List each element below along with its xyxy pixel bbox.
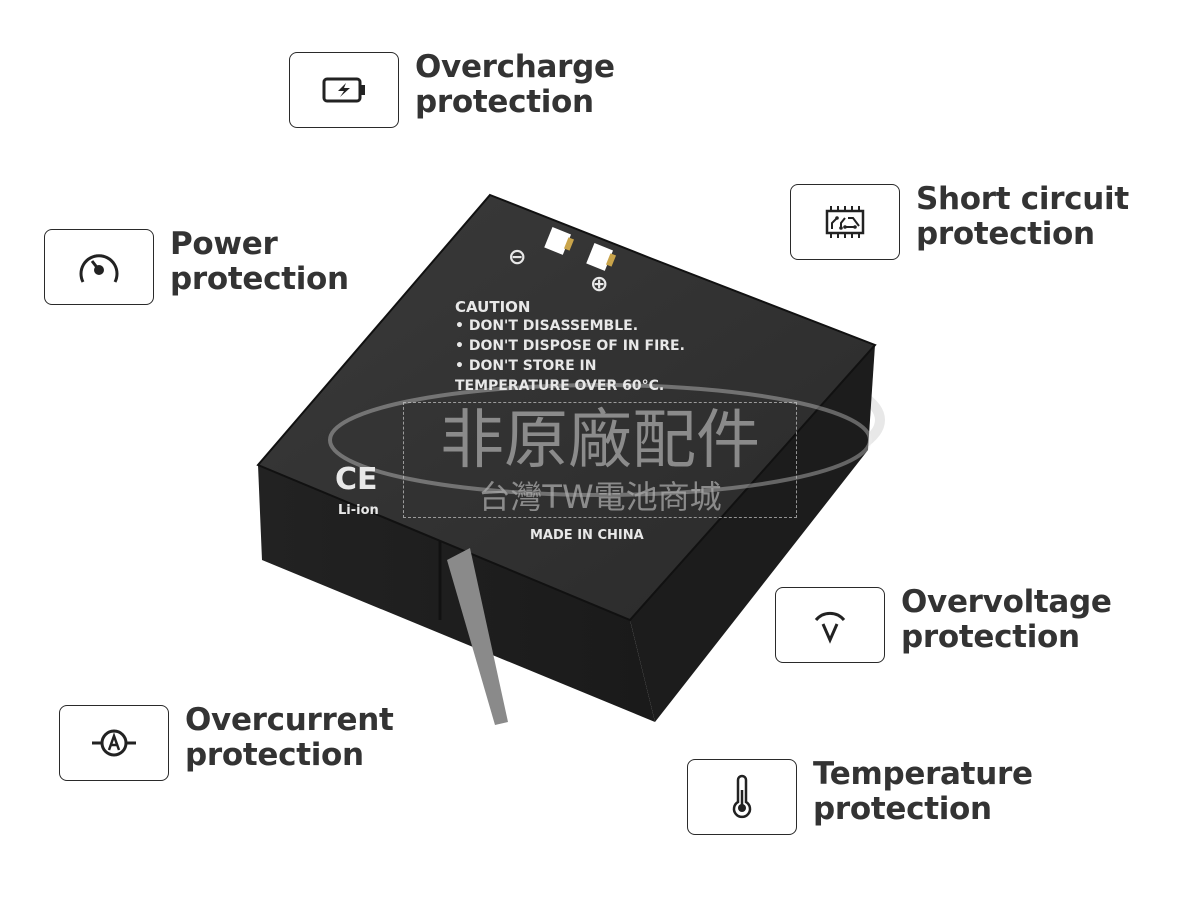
feature-subtitle: protection <box>185 737 364 773</box>
feature-subtitle: protection <box>415 84 594 120</box>
feature-subtitle: protection <box>916 216 1095 252</box>
feature-subtitle: protection <box>813 791 992 827</box>
battery-warning-3: • DON'T STORE IN <box>455 358 597 374</box>
battery-charge-icon <box>289 52 399 128</box>
voltage-icon <box>775 587 885 663</box>
watermark-line-1: 非原廠配件 <box>440 404 760 478</box>
feature-title: Overcurrent <box>185 702 394 738</box>
feature-title: Temperature <box>813 756 1033 792</box>
circuit-chip-icon <box>790 184 900 260</box>
feature-title: Overcharge <box>415 49 615 85</box>
battery-caution: CAUTION <box>455 298 531 316</box>
battery-chemistry: Li-ion <box>338 503 379 518</box>
feature-title: Power <box>170 226 278 262</box>
thermometer-icon <box>687 759 797 835</box>
gauge-icon <box>44 229 154 305</box>
made-in-label: MADE IN CHINA <box>530 528 644 543</box>
battery-warning-4: TEMPERATURE OVER 60°C. <box>455 378 665 394</box>
battery-plus-terminal: ⊕ <box>590 272 609 297</box>
battery-minus-terminal: ⊖ <box>508 245 527 270</box>
feature-title: Short circuit <box>916 181 1129 217</box>
feature-subtitle: protection <box>170 261 349 297</box>
battery-warning-2: • DON'T DISPOSE OF IN FIRE. <box>455 338 685 354</box>
watermark: 非原廠配件 台灣TW電池商城 <box>403 402 797 518</box>
feature-subtitle: protection <box>901 619 1080 655</box>
feature-title: Overvoltage <box>901 584 1112 620</box>
ammeter-icon <box>59 705 169 781</box>
battery-warning-1: • DON'T DISASSEMBLE. <box>455 318 639 334</box>
ce-mark: CE <box>335 462 378 497</box>
watermark-line-2: 台灣TW電池商城 <box>478 478 722 516</box>
